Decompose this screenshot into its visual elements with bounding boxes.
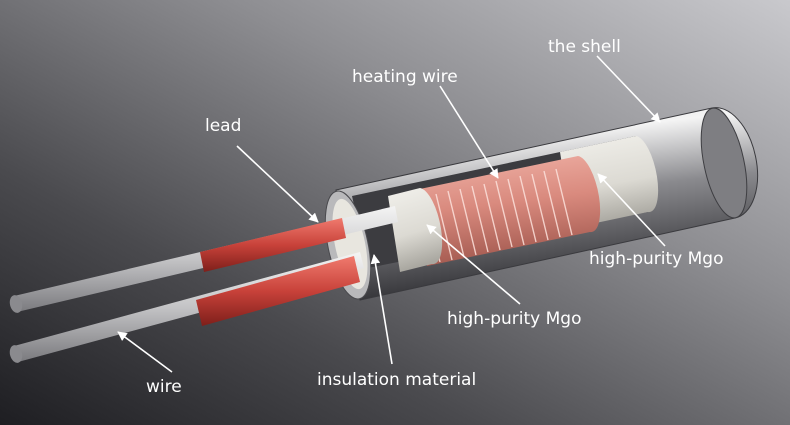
pointer-mgo-inner bbox=[426, 224, 521, 305]
lower-wire-tip bbox=[9, 345, 23, 363]
pointer-mgo-outer bbox=[597, 173, 666, 247]
pointer-heating-wire bbox=[439, 85, 499, 179]
upper-red-sleeve bbox=[200, 218, 346, 272]
lower-red-sleeve bbox=[196, 256, 360, 326]
pointer-lead bbox=[236, 145, 319, 223]
label-insulation: insulation material bbox=[317, 370, 476, 390]
label-shell: the shell bbox=[548, 37, 621, 57]
shell-end-cap bbox=[700, 107, 748, 219]
pointer-wire bbox=[117, 331, 173, 373]
wires bbox=[9, 206, 398, 363]
heater-body bbox=[324, 107, 759, 301]
label-mgo-inner: high-purity Mgo bbox=[447, 309, 581, 329]
label-lead: lead bbox=[205, 116, 241, 136]
labels: the shell heating wire lead high-purity … bbox=[146, 37, 723, 397]
label-wire: wire bbox=[146, 377, 182, 397]
mgo-core-front bbox=[388, 188, 443, 272]
label-mgo-outer: high-purity Mgo bbox=[589, 249, 723, 269]
pointer-shell bbox=[596, 55, 661, 123]
label-heating-wire: heating wire bbox=[352, 67, 458, 87]
pointer-lines bbox=[117, 55, 666, 373]
pointer-insulation bbox=[370, 254, 393, 365]
upper-wire-tip bbox=[9, 295, 23, 313]
